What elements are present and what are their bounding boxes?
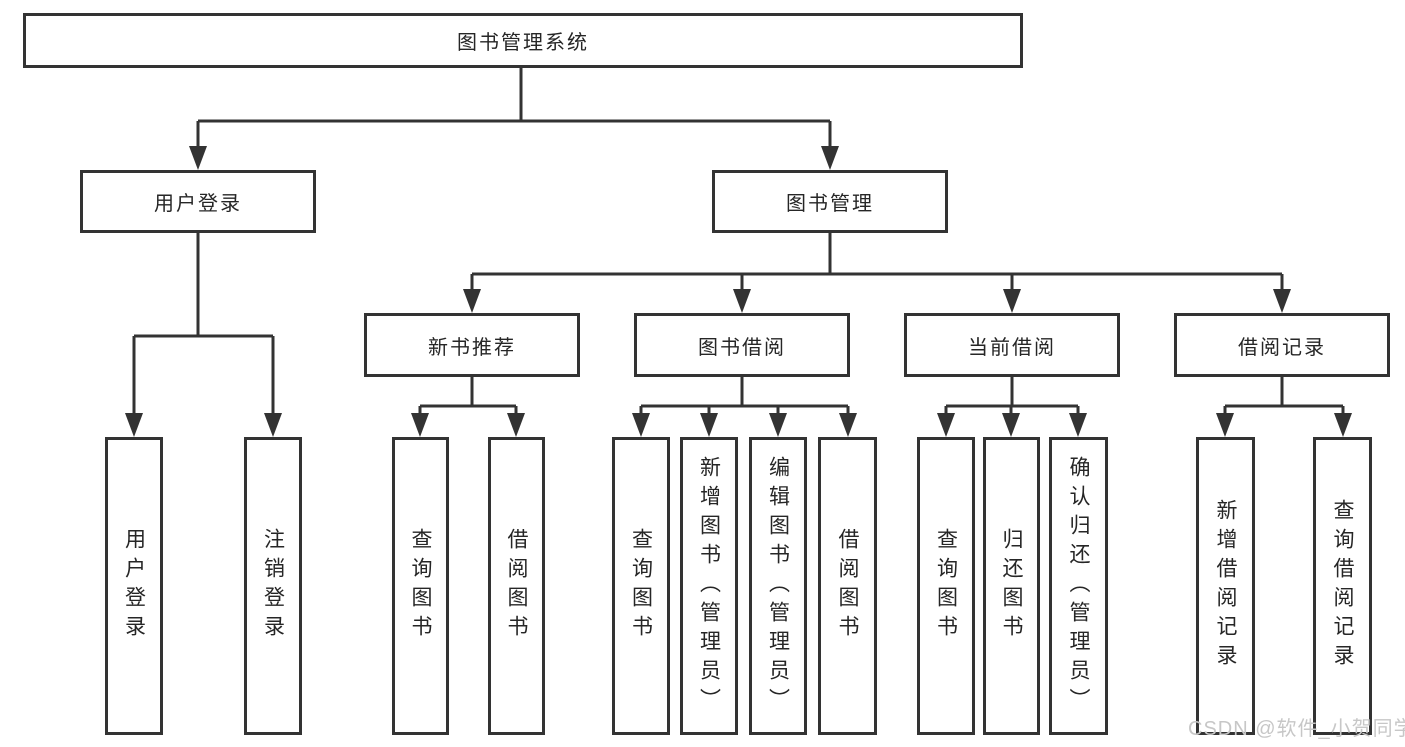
leaf-bb-edit-book-admin: 编辑图书（管理员）: [749, 437, 807, 735]
leaf-br-query-record: 查询借阅记录: [1313, 437, 1372, 735]
leaf-nbr-borrow-book-label: 借阅图书: [505, 528, 528, 644]
leaf-bb-query-book-label: 查询图书: [629, 528, 653, 644]
leaf-bb-add-book-admin: 新增图书（管理员）: [680, 437, 738, 735]
leaf-bb-borrow-book-label: 借阅图书: [836, 528, 859, 644]
leaf-bb-add-book-admin-label: 新增图书（管理员）: [697, 455, 721, 717]
leaf-cb-return-book-label: 归还图书: [1000, 528, 1023, 644]
leaf-br-query-record-label: 查询借阅记录: [1331, 499, 1354, 673]
leaf-cb-query-book: 查询图书: [917, 437, 975, 735]
node-book-borrowing: 图书借阅: [634, 313, 850, 377]
csdn-watermark: CSDN @软件_小贺同学: [1188, 718, 1405, 740]
leaf-cb-return-book: 归还图书: [983, 437, 1040, 735]
node-current-borrowing: 当前借阅: [904, 313, 1120, 377]
leaf-bb-borrow-book: 借阅图书: [818, 437, 877, 735]
leaf-nbr-query-book-label: 查询图书: [409, 528, 432, 644]
node-book-management: 图书管理: [712, 170, 948, 233]
leaf-logout: 注销登录: [244, 437, 302, 735]
leaf-user-login: 用户登录: [105, 437, 163, 735]
arrowheads: [125, 146, 1352, 437]
node-user-login: 用户登录: [80, 170, 316, 233]
node-root: 图书管理系统: [23, 13, 1023, 68]
leaf-br-add-record: 新增借阅记录: [1196, 437, 1255, 735]
leaf-nbr-query-book: 查询图书: [392, 437, 449, 735]
leaf-cb-confirm-return-admin-label: 确认归还（管理员）: [1067, 455, 1090, 717]
leaf-cb-confirm-return-admin: 确认归还（管理员）: [1049, 437, 1108, 735]
leaf-bb-edit-book-admin-label: 编辑图书（管理员）: [766, 455, 790, 717]
leaf-bb-query-book: 查询图书: [612, 437, 670, 735]
node-borrowing-records: 借阅记录: [1174, 313, 1390, 377]
leaf-br-add-record-label: 新增借阅记录: [1214, 499, 1237, 673]
node-new-book-recommend: 新书推荐: [364, 313, 580, 377]
leaf-cb-query-book-label: 查询图书: [934, 528, 958, 644]
leaf-nbr-borrow-book: 借阅图书: [488, 437, 545, 735]
leaf-user-login-label: 用户登录: [122, 528, 146, 644]
leaf-logout-label: 注销登录: [261, 528, 285, 644]
